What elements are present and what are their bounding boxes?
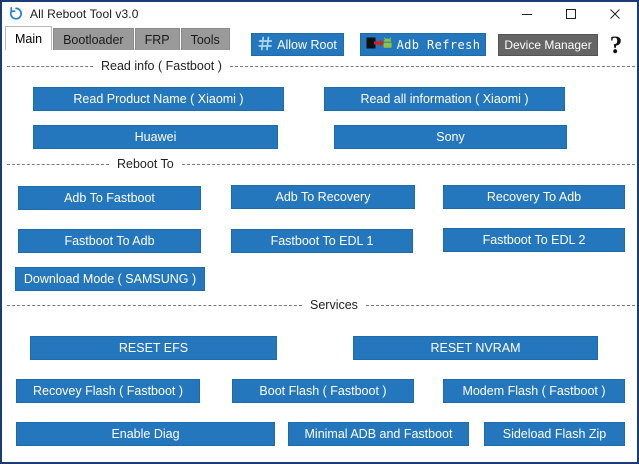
separator-line-left [7, 65, 93, 67]
adb-refresh-label: Adb Refresh [396, 37, 481, 52]
separator-services: Services [7, 298, 635, 312]
read-product-name-xiaomi-button[interactable]: Read Product Name ( Xiaomi ) [33, 87, 284, 111]
refresh-circle-icon [8, 6, 24, 22]
recovery-flash-fastboot-button[interactable]: Recovey Flash ( Fastboot ) [16, 379, 200, 403]
help-label: ? [609, 31, 623, 59]
fastboot-to-edl-1-button[interactable]: Fastboot To EDL 1 [231, 229, 413, 253]
allow-root-label: Allow Root [277, 37, 337, 52]
hash-icon [258, 36, 273, 54]
tab-bootloader-label: Bootloader [63, 32, 124, 47]
boot-flash-fastboot-button[interactable]: Boot Flash ( Fastboot ) [232, 379, 414, 403]
adb-refresh-button[interactable]: Adb Refresh [360, 33, 486, 56]
separator-line-left [7, 163, 109, 165]
tab-bootloader[interactable]: Bootloader [53, 28, 134, 50]
fastboot-to-adb-button[interactable]: Fastboot To Adb [18, 229, 201, 253]
recovery-to-adb-button[interactable]: Recovery To Adb [443, 185, 625, 209]
minimal-adb-and-fastboot-button[interactable]: Minimal ADB and Fastboot [288, 422, 469, 446]
tab-frp[interactable]: FRP [134, 28, 180, 50]
separator-line-right [181, 163, 635, 165]
adb-to-fastboot-button[interactable]: Adb To Fastboot [18, 186, 201, 210]
tab-strip: Main Bootloader FRP Tools [5, 26, 231, 50]
maximize-icon[interactable] [549, 3, 593, 26]
sony-button[interactable]: Sony [334, 125, 567, 149]
separator-reboot-to: Reboot To [7, 157, 635, 171]
modem-flash-fastboot-button[interactable]: Modem Flash ( Fastboot ) [443, 379, 625, 403]
separator-line-right [365, 304, 635, 306]
separator-read-info: Read info ( Fastboot ) [7, 59, 635, 73]
device-manager-button[interactable]: Device Manager [498, 34, 598, 56]
fastboot-to-edl-2-button[interactable]: Fastboot To EDL 2 [443, 228, 625, 252]
reset-efs-button[interactable]: RESET EFS [30, 336, 277, 360]
title-bar: All Reboot Tool v3.0 [2, 2, 637, 26]
huawei-button[interactable]: Huawei [33, 125, 278, 149]
tab-tools-label: Tools [190, 32, 220, 47]
adb-android-icon [366, 35, 392, 54]
enable-diag-button[interactable]: Enable Diag [16, 422, 275, 446]
separator-label-reboot-to: Reboot To [109, 157, 182, 171]
sideload-flash-zip-button[interactable]: Sideload Flash Zip [484, 422, 625, 446]
device-manager-label: Device Manager [504, 38, 592, 52]
separator-label-services: Services [302, 298, 366, 312]
window-title: All Reboot Tool v3.0 [30, 7, 139, 21]
tab-tools[interactable]: Tools [180, 28, 230, 50]
minimize-icon[interactable] [505, 3, 549, 26]
help-button[interactable]: ? [605, 31, 627, 59]
tab-main-label: Main [15, 31, 43, 46]
separator-label-read-info: Read info ( Fastboot ) [93, 59, 230, 73]
tab-main[interactable]: Main [5, 26, 53, 50]
close-icon[interactable] [593, 3, 637, 26]
separator-line-right [229, 65, 635, 67]
adb-to-recovery-button[interactable]: Adb To Recovery [231, 185, 415, 209]
tab-frp-label: FRP [144, 32, 170, 47]
reset-nvram-button[interactable]: RESET NVRAM [353, 336, 598, 360]
read-all-information-xiaomi-button[interactable]: Read all information ( Xiaomi ) [324, 87, 565, 111]
download-mode-samsung-button[interactable]: Download Mode ( SAMSUNG ) [15, 267, 205, 291]
allow-root-button[interactable]: Allow Root [251, 33, 344, 56]
separator-line-left [7, 304, 302, 306]
